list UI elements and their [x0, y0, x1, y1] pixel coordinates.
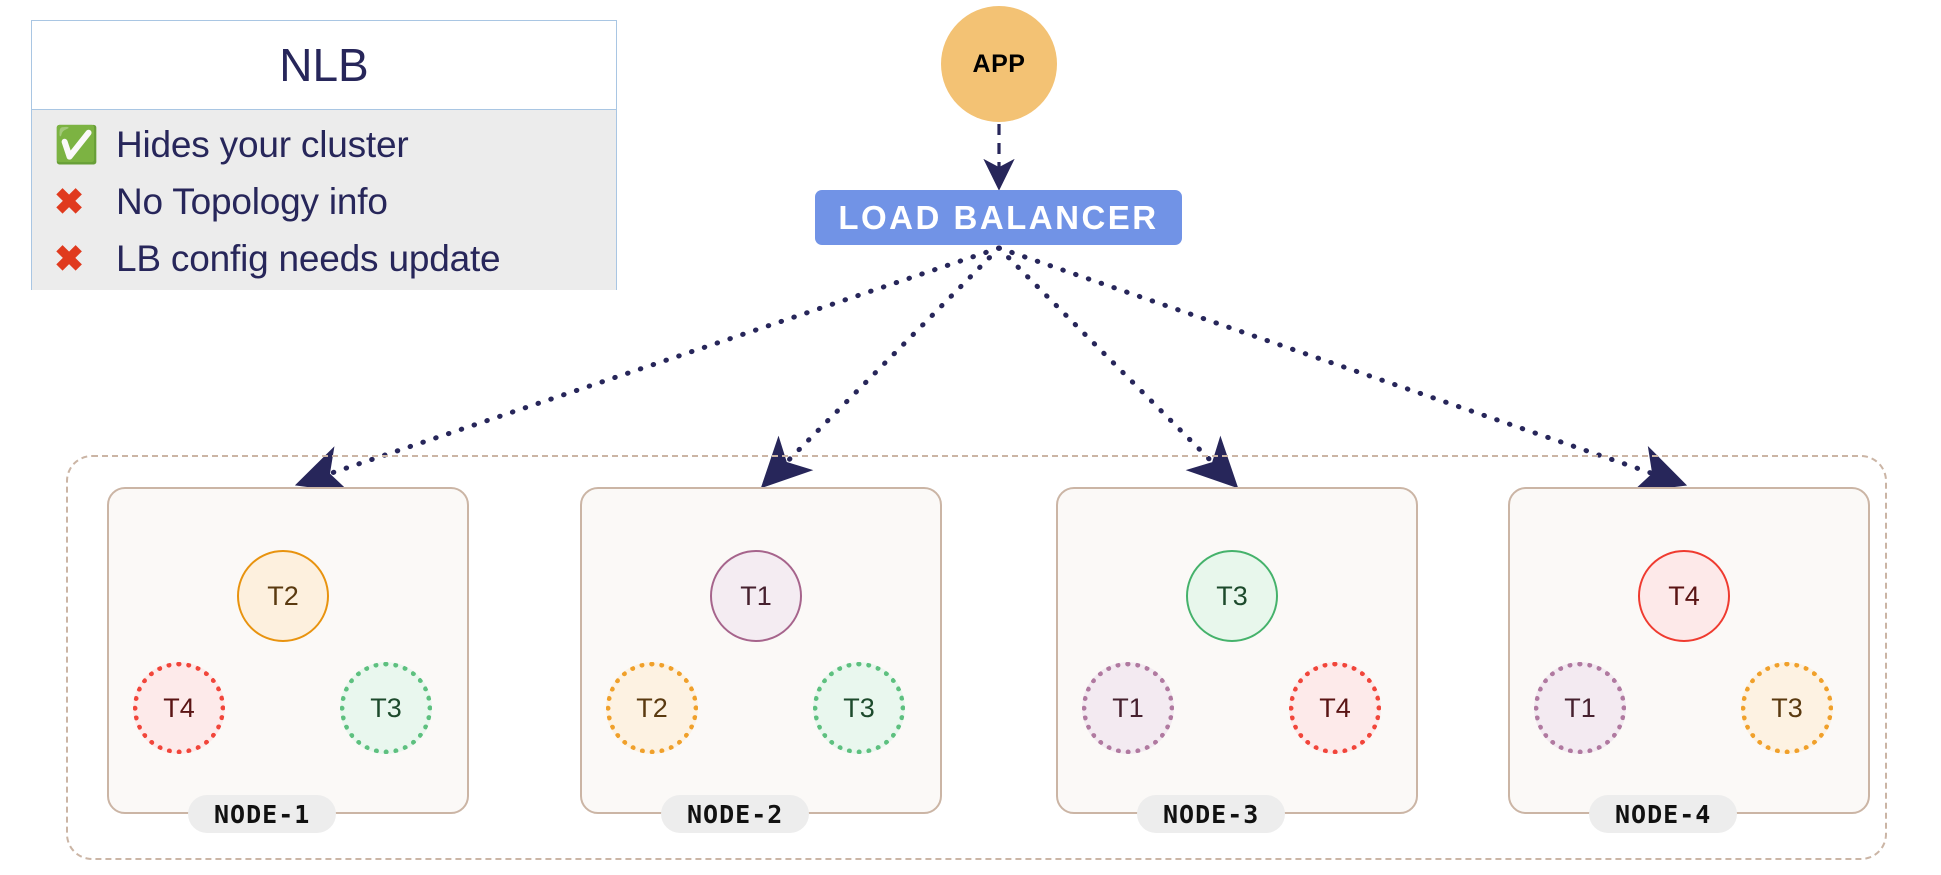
app-node-label: APP	[972, 49, 1026, 78]
task-label: T3	[370, 692, 402, 723]
legend-item: ✖ LB config needs update	[54, 230, 616, 287]
task-circle: T2	[237, 550, 329, 642]
legend-item: ✅ Hides your cluster	[54, 116, 616, 173]
task-label: T1	[1564, 692, 1596, 723]
task-label: T3	[1216, 580, 1248, 611]
task-label: T3	[843, 692, 875, 723]
edge-lb-to-node-4	[996, 245, 1688, 493]
task-circle: T3	[340, 662, 432, 754]
node-label: NODE-4	[1589, 795, 1738, 833]
node-label: NODE-2	[661, 795, 810, 833]
task-label: T4	[1668, 580, 1700, 611]
task-label: T2	[267, 580, 299, 611]
node-box	[1056, 487, 1418, 814]
node-label: NODE-3	[1137, 795, 1286, 833]
check-icon: ✅	[54, 123, 99, 165]
task-circle: T4	[133, 662, 225, 754]
legend-item-label: LB config needs update	[116, 237, 501, 279]
task-circle: T1	[710, 550, 802, 642]
legend-item-label: No Topology info	[116, 180, 388, 222]
legend-title: NLB	[32, 21, 616, 110]
task-label: T3	[1771, 692, 1803, 723]
task-label: T4	[163, 692, 195, 723]
edge-lb-to-node-2	[760, 245, 1002, 489]
task-label: T4	[1319, 692, 1351, 723]
task-circle: T4	[1289, 662, 1381, 754]
load-balancer-label: LOAD BALANCER	[838, 198, 1159, 236]
cross-icon: ✖	[54, 180, 85, 222]
cross-icon: ✖	[54, 237, 85, 279]
task-circle: T3	[1741, 662, 1833, 754]
task-label: T1	[740, 580, 772, 611]
legend-item: ✖ No Topology info	[54, 173, 616, 230]
task-circle: T4	[1638, 550, 1730, 642]
task-label: T2	[636, 692, 668, 723]
load-balancer-node: LOAD BALANCER	[815, 190, 1182, 245]
app-node: APP	[941, 6, 1057, 122]
nlb-legend-panel: NLB ✅ Hides your cluster ✖ No Topology i…	[31, 20, 617, 290]
node-box	[107, 487, 469, 814]
edge-lb-to-node-3	[996, 245, 1239, 489]
task-circle: T3	[1186, 550, 1278, 642]
task-label: T1	[1112, 692, 1144, 723]
cluster-boundary	[66, 455, 1887, 860]
node-box	[1508, 487, 1870, 814]
task-circle: T3	[813, 662, 905, 754]
legend-body: ✅ Hides your cluster ✖ No Topology info …	[32, 110, 616, 290]
node-label: NODE-1	[188, 795, 337, 833]
task-circle: T1	[1534, 662, 1626, 754]
node-box	[580, 487, 942, 814]
task-circle: T1	[1082, 662, 1174, 754]
task-circle: T2	[606, 662, 698, 754]
legend-item-label: Hides your cluster	[116, 123, 409, 165]
